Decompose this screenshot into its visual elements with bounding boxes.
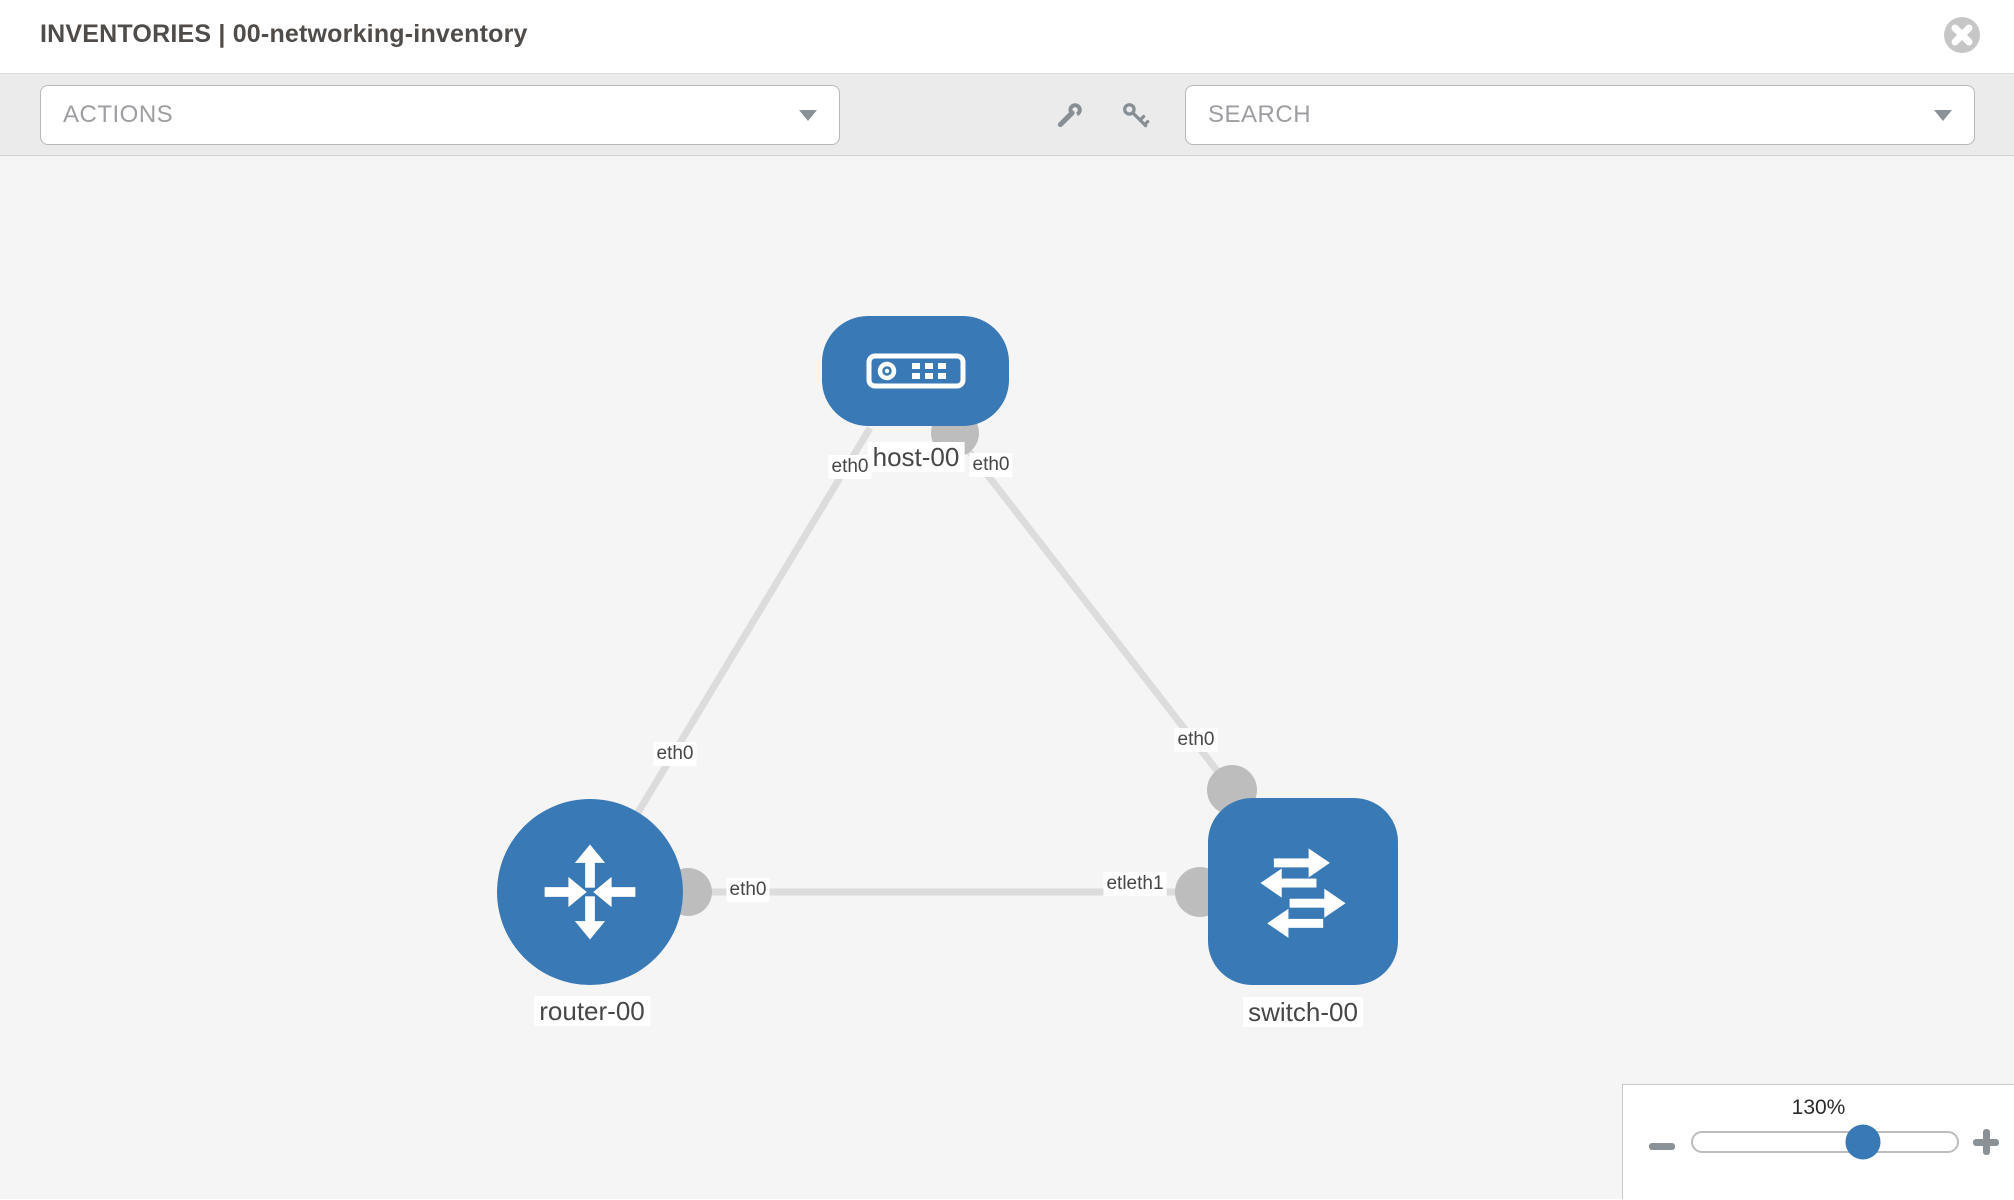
wrench-icon bbox=[1057, 103, 1082, 128]
node-host-00[interactable] bbox=[822, 316, 1009, 426]
toolbar: ACTIONS SEARCH bbox=[0, 73, 2014, 156]
zoom-in-button[interactable] bbox=[1969, 1128, 2003, 1156]
interface-label: eth0 bbox=[726, 878, 770, 902]
switch-icon bbox=[1260, 847, 1346, 938]
close-button[interactable] bbox=[1943, 16, 1981, 54]
node-label-host: host-00 bbox=[867, 442, 965, 472]
zoom-out-button[interactable] bbox=[1645, 1130, 1679, 1154]
interface-label: eth0 bbox=[653, 742, 697, 766]
links-layer bbox=[587, 409, 1300, 917]
node-switch-00[interactable] bbox=[1208, 798, 1398, 985]
header: INVENTORIES | 00-networking-inventory bbox=[0, 0, 2014, 73]
key-icon bbox=[1123, 103, 1150, 128]
interface-label: etleth1 bbox=[1103, 872, 1167, 896]
search-dropdown[interactable]: SEARCH bbox=[1185, 85, 1975, 145]
interface-label: eth0 bbox=[828, 455, 872, 479]
host-icon bbox=[866, 353, 965, 389]
interface-label: eth0 bbox=[969, 453, 1013, 477]
chevron-down-icon bbox=[799, 109, 817, 121]
search-placeholder: SEARCH bbox=[1208, 101, 1312, 128]
actions-dropdown[interactable]: ACTIONS bbox=[40, 85, 840, 145]
interface-label: eth0 bbox=[1174, 728, 1218, 752]
node-label-router: router-00 bbox=[534, 996, 650, 1026]
close-icon bbox=[1944, 17, 1980, 53]
node-label-switch: switch-00 bbox=[1243, 997, 1363, 1027]
topology-canvas[interactable]: host-00 router-00 switch-00 eth0 eth0 et… bbox=[0, 156, 2014, 1199]
key-button[interactable] bbox=[1117, 98, 1155, 136]
page-title: INVENTORIES | 00-networking-inventory bbox=[40, 20, 528, 48]
chevron-down-icon bbox=[1934, 109, 1952, 121]
tools-button[interactable] bbox=[1050, 98, 1088, 136]
zoom-level: 130% bbox=[1791, 1096, 1846, 1119]
zoom-slider-track[interactable] bbox=[1691, 1124, 1959, 1160]
zoom-panel: 130% bbox=[1622, 1084, 2014, 1199]
minus-icon bbox=[1649, 1143, 1675, 1150]
plus-icon bbox=[1973, 1129, 1999, 1155]
node-router-00[interactable] bbox=[497, 799, 683, 985]
zoom-slider-thumb[interactable] bbox=[1845, 1124, 1881, 1160]
actions-dropdown-label: ACTIONS bbox=[63, 101, 174, 128]
router-icon bbox=[544, 844, 636, 940]
